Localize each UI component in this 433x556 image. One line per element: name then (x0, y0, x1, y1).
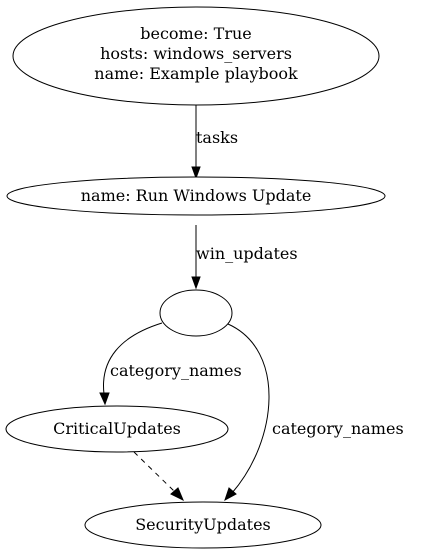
node-task-label: name: Run Windows Update (81, 186, 312, 205)
edge-label-win-updates: win_updates (196, 244, 298, 263)
node-playbook-line-1: become: True (140, 24, 252, 43)
edge-label-category-names-1: category_names (110, 361, 242, 380)
edge-category-names-critical-arrowhead (99, 392, 110, 406)
node-playbook-ellipse (12, 6, 380, 106)
edge-category-names-critical: category_names (99, 322, 242, 406)
edge-critical-to-security-arrowhead (170, 487, 184, 502)
node-security-updates-ellipse (84, 501, 322, 549)
edge-win-updates: win_updates (191, 225, 298, 290)
edge-critical-to-security-line (133, 451, 176, 493)
edge-category-names-critical-line (103, 322, 163, 395)
edge-category-names-security-arrowhead (224, 487, 237, 502)
edge-tasks-arrowhead (191, 166, 201, 180)
node-playbook: become: True hosts: windows_servers name… (12, 6, 380, 106)
edge-label-tasks: tasks (196, 128, 238, 147)
node-security-updates-label: SecurityUpdates (135, 515, 271, 534)
node-critical-updates-label: CriticalUpdates (53, 419, 181, 438)
node-playbook-line-2: hosts: windows_servers (100, 44, 292, 63)
node-win-updates (159, 289, 233, 337)
edge-category-names-security-line (227, 323, 270, 494)
edge-label-category-names-2: category_names (272, 419, 404, 438)
node-critical-updates: CriticalUpdates (5, 405, 229, 453)
node-task: name: Run Windows Update (6, 176, 386, 216)
edge-win-updates-arrowhead (191, 276, 201, 290)
edge-tasks: tasks (191, 104, 238, 180)
node-critical-updates-ellipse (5, 405, 229, 453)
node-task-ellipse (6, 176, 386, 216)
edge-critical-to-security (133, 451, 184, 502)
edge-category-names-security: category_names (224, 323, 404, 502)
node-playbook-line-3: name: Example playbook (94, 64, 298, 83)
node-security-updates: SecurityUpdates (84, 501, 322, 549)
node-win-updates-ellipse (159, 289, 233, 337)
